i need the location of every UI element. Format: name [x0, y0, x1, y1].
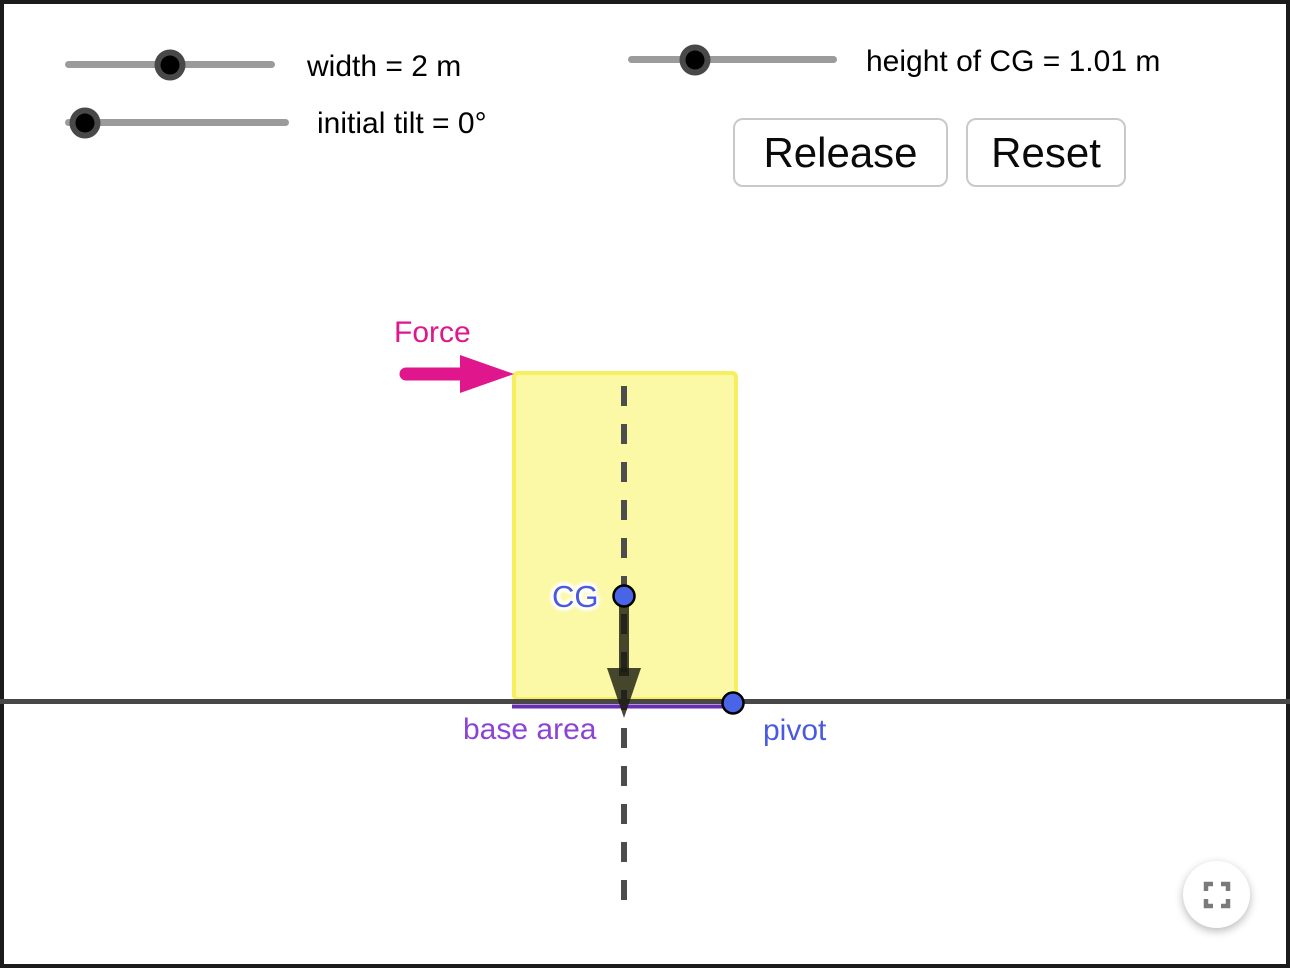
ground-line: [0, 699, 1290, 704]
cg-point[interactable]: [612, 584, 636, 608]
cg-height-slider-label: height of CG = 1.01 m: [866, 45, 1161, 78]
width-slider-label: width = 2 m: [307, 50, 462, 83]
force-label: Force: [394, 316, 471, 349]
initial-tilt-slider-handle[interactable]: [69, 107, 101, 138]
release-button[interactable]: Release: [733, 118, 948, 187]
width-slider[interactable]: [65, 49, 275, 80]
width-slider-handle[interactable]: [154, 49, 186, 80]
cg-height-slider[interactable]: [628, 44, 837, 75]
fullscreen-icon: [1203, 881, 1230, 908]
fullscreen-button[interactable]: [1183, 861, 1250, 928]
weight-arrow-head: [607, 668, 641, 718]
initial-tilt-slider-label: initial tilt = 0°: [317, 107, 487, 140]
reset-button[interactable]: Reset: [966, 118, 1126, 187]
force-arrow-head: [460, 355, 514, 393]
cg-label: CG: [552, 579, 599, 614]
pivot-label: pivot: [763, 714, 827, 747]
pivot-point[interactable]: [721, 691, 745, 715]
base-area-label: base area: [463, 713, 597, 746]
initial-tilt-slider[interactable]: [65, 107, 289, 138]
cg-height-slider-handle[interactable]: [679, 44, 711, 75]
